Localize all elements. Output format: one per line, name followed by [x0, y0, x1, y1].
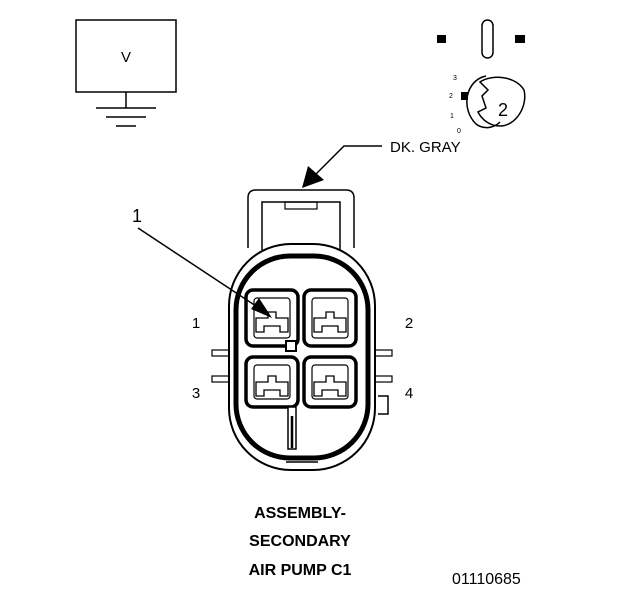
terminal-callout: 1: [132, 206, 272, 318]
selector-dot-right: [515, 35, 525, 43]
cavity-3-inner: [253, 364, 291, 400]
selector-scale-0: 0: [457, 128, 461, 135]
selector-pointer-icon: [461, 92, 468, 100]
terminal-cavity-2: [302, 288, 358, 348]
cavity-3-outer: [244, 355, 300, 409]
selector-slot: [481, 19, 494, 59]
center-rib: [287, 406, 297, 450]
caption-line-2: SECONDARY: [249, 533, 351, 550]
connector-body: [228, 243, 376, 471]
color-label: DK. GRAY: [390, 139, 461, 156]
voltmeter-symbol: V: [75, 19, 177, 127]
cavity-1-outer: [244, 288, 300, 348]
cavity-4-inner: [311, 364, 349, 400]
latch-outer: [247, 189, 355, 248]
rib-right-top: [373, 349, 393, 357]
terminal-4-icon: [313, 375, 347, 397]
cavity-2-outer: [302, 288, 358, 348]
selector-dial-arc: [466, 75, 501, 129]
selector-scale-3: 3: [453, 75, 457, 82]
connector-latch: [247, 189, 355, 250]
cavity-4-outer: [302, 355, 358, 409]
rib-right-bottom: [373, 375, 393, 383]
cavity-2-inner: [311, 297, 349, 339]
caption-line-3: AIR PUMP C1: [248, 562, 352, 579]
selector-knob: [476, 76, 526, 127]
rib-right-key: [378, 395, 389, 415]
latch-notch: [284, 201, 318, 210]
pin-label-1: 1: [192, 315, 200, 332]
terminal-3-icon: [255, 375, 289, 397]
color-callout: DK. GRAY: [302, 139, 461, 188]
selector-symbol: 3 2 1 0 2: [437, 19, 526, 135]
pin-label-2: 2: [405, 315, 413, 332]
center-key-square: [285, 340, 297, 352]
callout-leader-line: [137, 227, 263, 311]
cavity-1-inner: [253, 297, 291, 339]
pin-label-4: 4: [405, 385, 413, 402]
rib-left-bottom: [211, 375, 231, 383]
color-leader-line: [313, 145, 382, 177]
selector-scale-2: 2: [449, 93, 453, 100]
figure-number: 01110685: [452, 571, 521, 588]
terminal-2-icon: [313, 311, 347, 333]
connector-housing-outer: [228, 243, 376, 471]
color-arrow-icon: [302, 166, 324, 188]
pin-label-3: 3: [192, 385, 200, 402]
terminal-cavity-4: [302, 355, 358, 409]
selector-position-label: 2: [498, 100, 508, 120]
terminal-cavity-3: [244, 355, 300, 409]
selector-dot-left: [437, 35, 446, 43]
callout-arrow-icon: [251, 298, 272, 318]
selector-scale-1: 1: [450, 113, 454, 120]
rib-left-top: [211, 349, 231, 357]
connector-housing-seal: [233, 253, 371, 461]
caption-line-1: ASSEMBLY-: [254, 505, 346, 522]
callout-number: 1: [132, 206, 142, 226]
voltmeter-label: V: [121, 49, 131, 66]
